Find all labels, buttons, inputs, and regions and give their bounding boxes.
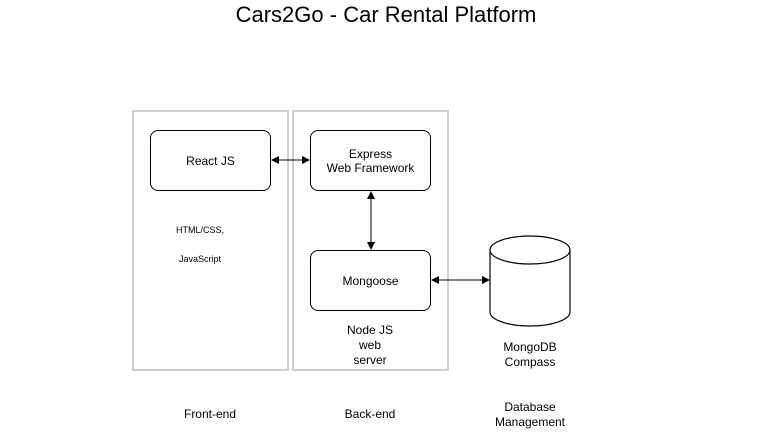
frontend-group [132, 110, 289, 371]
express-node[interactable]: Express Web Framework [310, 130, 431, 191]
mongoose-node[interactable]: Mongoose [310, 250, 431, 311]
mongoose-label: Mongoose [342, 273, 399, 288]
react-js-label: React JS [186, 153, 235, 168]
react-js-node[interactable]: React JS [150, 130, 271, 191]
node-js-server-label: Node JS web server [346, 323, 394, 367]
diagram-title: Cars2Go - Car Rental Platform [235, 2, 537, 27]
javascript-label: JavaScript [178, 254, 222, 264]
backend-group [292, 110, 449, 371]
mongodb-database-icon[interactable] [488, 234, 574, 330]
mongodb-compass-label: MongoDB Compass [503, 340, 557, 369]
frontend-column-label: Front-end [183, 407, 237, 421]
html-css-label: HTML/CSS, [175, 225, 224, 235]
backend-column-label: Back-end [344, 407, 396, 421]
database-column-label: Database Management [494, 400, 566, 429]
express-label: Express Web Framework [326, 146, 415, 175]
